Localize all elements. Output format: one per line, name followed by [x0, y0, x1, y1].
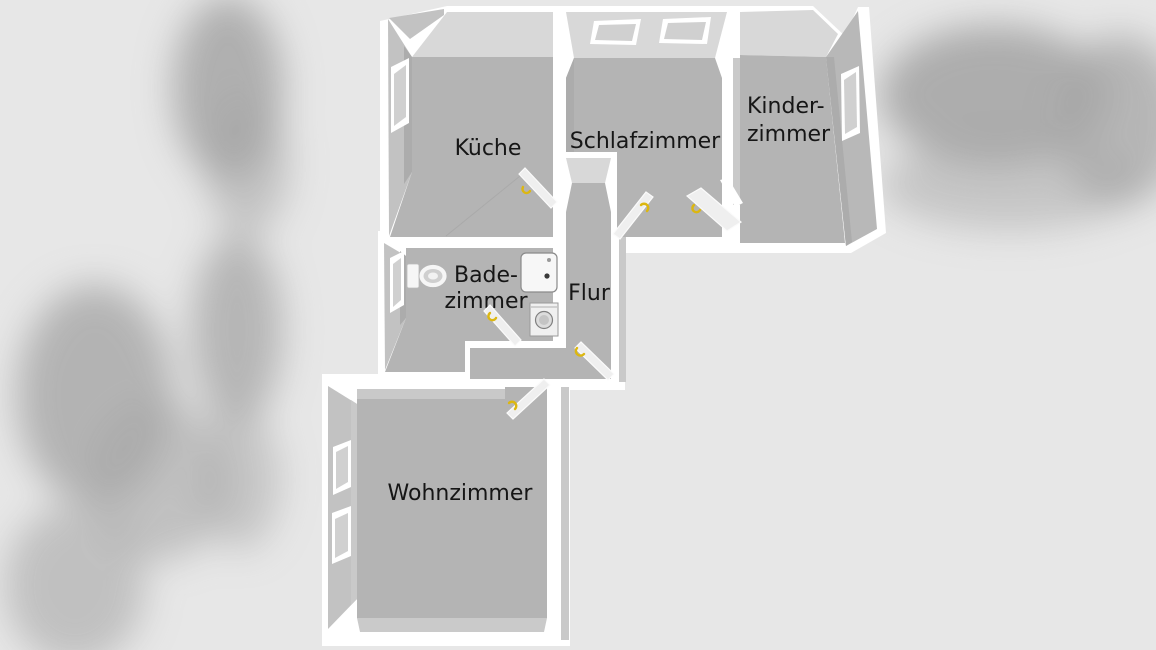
- skylight-1-glass: [595, 24, 636, 41]
- kueche-ceiling: [412, 12, 553, 57]
- flur-label: Flur: [568, 281, 611, 306]
- flur-floor: [470, 183, 611, 379]
- toilet-bowl-center: [428, 272, 438, 280]
- bathroom-door-handle: [487, 311, 498, 322]
- backdrop-blob: [880, 25, 1110, 165]
- backdrop-blob: [90, 400, 230, 560]
- kitchen-window-glass: [394, 65, 406, 126]
- childrens-room-door: [685, 187, 743, 232]
- bedroom-door-handle: [639, 202, 650, 213]
- room-flur: Flur: [470, 158, 611, 379]
- living-room-window-2-glass: [335, 513, 348, 558]
- wohnzimmer-left-wall-edge: [351, 400, 357, 605]
- kueche-floor: [390, 57, 553, 237]
- sink-faucet: [544, 273, 550, 279]
- bedroom-wall-edge: [733, 58, 740, 205]
- kinderzimmer-label-line2: zimmer: [747, 122, 831, 147]
- wohnzimmer-bottom-wall-face: [357, 618, 547, 632]
- wohnzimmer-top-wall-face: [357, 389, 505, 399]
- badezimmer-label-line1: Bade-: [454, 263, 518, 288]
- backdrop-blob: [205, 95, 289, 235]
- childrens-room-doorway: [720, 178, 743, 207]
- schlafzimmer-label: Schlafzimmer: [570, 129, 721, 154]
- living-room-door-handle: [507, 400, 518, 411]
- livingroom-outer-wall-edge: [561, 387, 569, 640]
- washing-machine-drum: [539, 315, 549, 325]
- room-wohnzimmer: Wohnzimmer: [328, 386, 547, 632]
- entrance-door: [574, 341, 615, 381]
- kinderzimmer-ceiling: [740, 10, 838, 57]
- toilet-tank: [406, 263, 420, 289]
- wohnzimmer-floor: [357, 387, 547, 618]
- kueche-top-wall-corner: [389, 9, 444, 39]
- schlafzimmer-floor: [566, 58, 722, 237]
- doors: [445, 167, 743, 420]
- sink-knob: [547, 258, 551, 262]
- sink-icon: [520, 252, 558, 293]
- kitchen-door-handle: [521, 185, 532, 195]
- flur-ceiling: [566, 158, 611, 183]
- hallway-outer-wall-edge: [619, 232, 626, 382]
- backdrop-blob: [192, 235, 282, 425]
- living-room-window-1-glass: [336, 446, 348, 489]
- bathroom-fixtures: [406, 252, 559, 337]
- kueche-label: Küche: [455, 136, 522, 161]
- childrens-room-door-handle: [691, 203, 702, 214]
- skylight-2-glass: [664, 22, 706, 40]
- room-kueche: Küche: [388, 9, 553, 237]
- entrance-door-handle: [574, 346, 586, 357]
- living-room-door: [506, 378, 551, 420]
- childrens-room-window-glass: [844, 72, 857, 134]
- blurred-backdrop: [5, 0, 1156, 650]
- schlafzimmer-left-wall-shade: [566, 58, 574, 152]
- room-schlafzimmer: Schlafzimmer: [566, 12, 727, 237]
- room-kinderzimmer: Kinder- zimmer: [740, 10, 877, 246]
- kinderzimmer-label-line1: Kinder-: [747, 94, 825, 119]
- bathroom-window-glass: [393, 258, 401, 307]
- kinderzimmer-right-wall-shade: [826, 57, 852, 246]
- backdrop-blob: [5, 505, 145, 650]
- backdrop-blob: [880, 140, 1140, 230]
- kinderzimmer-floor: [740, 55, 845, 243]
- bathroom-door: [483, 304, 522, 347]
- backdrop-blob: [200, 410, 280, 550]
- wohnzimmer-label: Wohnzimmer: [388, 481, 534, 506]
- kitchen-door: [518, 167, 558, 209]
- kitchen-door-swing: [445, 175, 521, 237]
